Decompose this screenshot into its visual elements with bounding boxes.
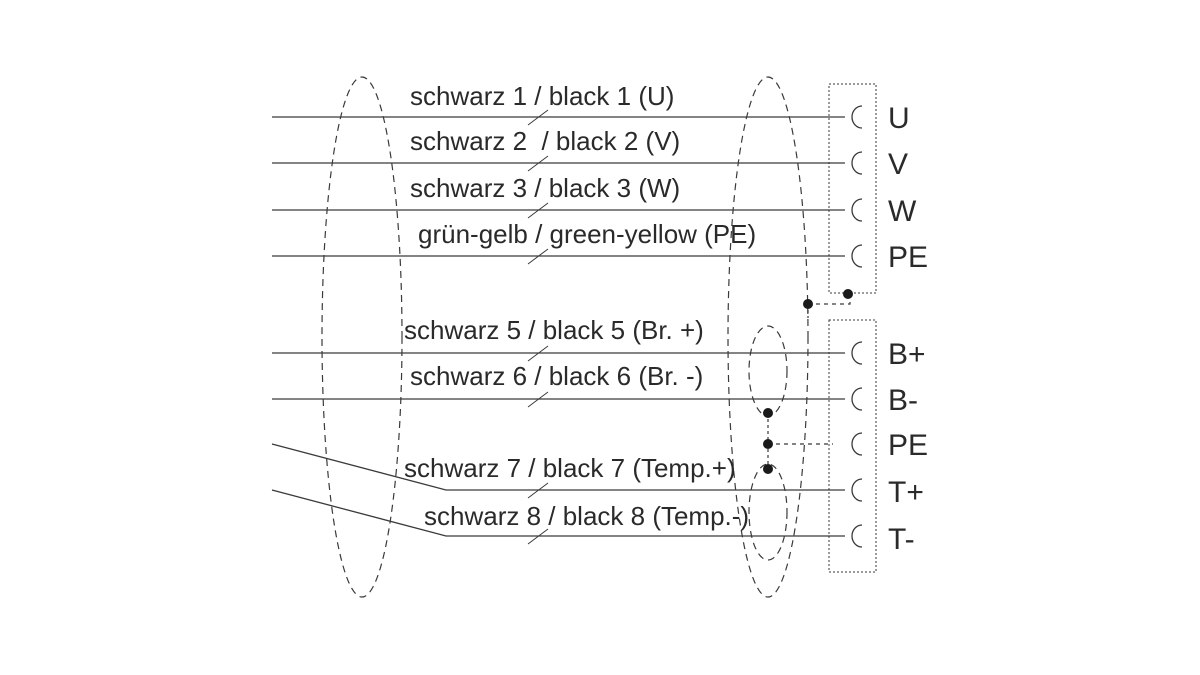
terminal-socket — [851, 524, 863, 548]
terminal-label: PE — [888, 241, 928, 274]
wire-1: schwarz 1 / black 1 (U) U — [272, 81, 910, 135]
cable-shield-outer-left — [321, 76, 403, 598]
wire-6: schwarz 6 / black 6 (Br. -) B- — [272, 361, 918, 417]
terminal-socket — [851, 198, 863, 222]
wire-2: schwarz 2 / black 2 (V) V — [272, 126, 908, 181]
temp-pair-shield — [748, 463, 788, 561]
wire-label: schwarz 3 / black 3 (W) — [410, 173, 680, 203]
wire-label: grün-gelb / green-yellow (PE) — [418, 219, 756, 249]
wire-label: schwarz 7 / black 7 (Temp.+) — [404, 453, 736, 483]
junction-dot — [843, 289, 853, 299]
wire-label: schwarz 2 / black 2 (V) — [410, 126, 680, 156]
terminal-label: B- — [888, 384, 918, 417]
junction-dot — [803, 299, 813, 309]
terminal-label: PE — [888, 429, 928, 462]
terminal-socket — [851, 432, 863, 456]
wire-5: schwarz 5 / black 5 (Br. +) B+ — [272, 315, 926, 371]
cable-shield-outer-right — [727, 76, 809, 598]
terminal-socket — [851, 105, 863, 129]
wire-label: schwarz 6 / black 6 (Br. -) — [410, 361, 703, 391]
junction-dot — [763, 408, 773, 418]
junction-dot — [763, 439, 773, 449]
terminal-label: U — [888, 102, 910, 135]
wire-label: schwarz 5 / black 5 (Br. +) — [404, 315, 704, 345]
shield-pe-terminal: PE — [851, 429, 928, 462]
wire-label: schwarz 8 / black 8 (Temp.-) — [424, 501, 749, 531]
wire-7: schwarz 7 / black 7 (Temp.+) T+ — [271, 443, 924, 509]
terminal-label: T+ — [888, 476, 924, 509]
terminal-label: W — [888, 195, 917, 228]
terminal-socket — [851, 387, 863, 411]
terminal-label: T- — [888, 523, 915, 556]
terminal-label: B+ — [888, 338, 926, 371]
wire-3: schwarz 3 / black 3 (W) W — [272, 173, 917, 228]
wire-label: schwarz 1 / black 1 (U) — [410, 81, 674, 111]
terminal-label: V — [888, 148, 908, 181]
terminal-socket — [851, 151, 863, 175]
signal-terminal-block — [828, 319, 877, 573]
terminal-socket — [851, 244, 863, 268]
terminal-socket — [851, 341, 863, 365]
wire-4: grün-gelb / green-yellow (PE) PE — [272, 219, 928, 274]
wire-8: schwarz 8 / black 8 (Temp.-) T- — [271, 489, 915, 556]
terminal-socket — [851, 478, 863, 502]
junction-dot — [763, 464, 773, 474]
brake-pair-shield — [748, 325, 788, 417]
